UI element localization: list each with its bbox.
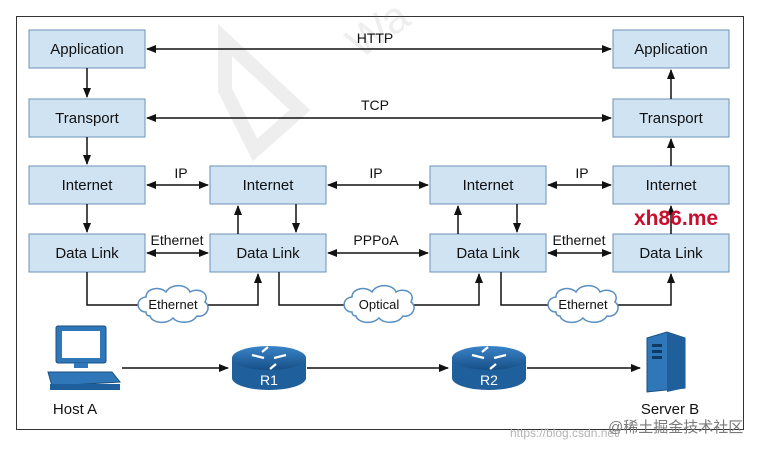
http-label: HTTP [357,30,394,46]
ip-label-3: IP [575,165,588,181]
server-icon [646,331,686,393]
pppoa-label: PPPoA [353,232,399,248]
link-3-left [500,272,551,306]
left-application-box: Application [28,29,146,69]
r1-datalink-box: Data Link [209,233,327,273]
r1-datalink-label: Data Link [236,245,300,262]
ethernet-cloud-2: Ethernet [547,284,619,324]
ethernet-cloud-1-label: Ethernet [148,297,198,312]
right-application-label: Application [634,41,707,58]
left-application-label: Application [50,41,123,58]
router-r1-label: R1 [260,372,278,388]
right-internet-box: Internet [612,165,730,205]
right-datalink-box: Data Link [612,233,730,273]
link-2-left [278,272,346,306]
site-watermark: xh86.me [634,207,718,230]
r2-internet-label: Internet [463,177,515,194]
ethernet-cloud-2-label: Ethernet [558,297,608,312]
left-transport-label: Transport [55,110,119,127]
left-internet-box: Internet [28,165,146,205]
link-2-right [408,273,483,306]
server-label: Server B [641,401,699,418]
host-label: Host A [53,401,97,418]
left-transport-box: Transport [28,98,146,138]
router-r2-label: R2 [480,372,498,388]
community-watermark: @稀土掘金技术社区 [608,419,743,436]
right-internet-label: Internet [646,177,698,194]
right-transport-label: Transport [639,110,703,127]
r1-internet-label: Internet [243,177,295,194]
computer-icon [47,325,121,390]
router-r2-icon: R2 [452,346,526,390]
router-r1-icon: R1 [232,346,306,390]
protocol-arrows [146,45,612,257]
right-datalink-label: Data Link [639,245,703,262]
r2-datalink-label: Data Link [456,245,520,262]
right-transport-box: Transport [612,98,730,138]
left-datalink-label: Data Link [55,245,119,262]
r2-datalink-box: Data Link [429,233,547,273]
csdn-watermark: https://blog.csdn.net/ [510,426,621,440]
r2-internet-box: Internet [429,165,547,205]
right-application-box: Application [612,29,730,69]
left-datalink-box: Data Link [28,233,146,273]
tcp-label: TCP [361,97,389,113]
ethernet-label-2: Ethernet [553,232,606,248]
physical-links [86,272,675,306]
background-watermark: Wa [218,0,419,162]
left-internet-label: Internet [62,177,114,194]
link-1-right [205,273,262,306]
link-1-left [86,272,140,306]
diagram-frame [16,16,744,430]
vertical-arrows [83,68,675,234]
r1-internet-box: Internet [209,165,327,205]
link-3-right [614,273,675,306]
optical-cloud-label: Optical [359,297,400,312]
ip-label-2: IP [369,165,382,181]
ethernet-cloud-1: Ethernet [137,284,209,324]
ip-label-1: IP [174,165,187,181]
ethernet-label-1: Ethernet [151,232,204,248]
optical-cloud: Optical [343,284,415,324]
